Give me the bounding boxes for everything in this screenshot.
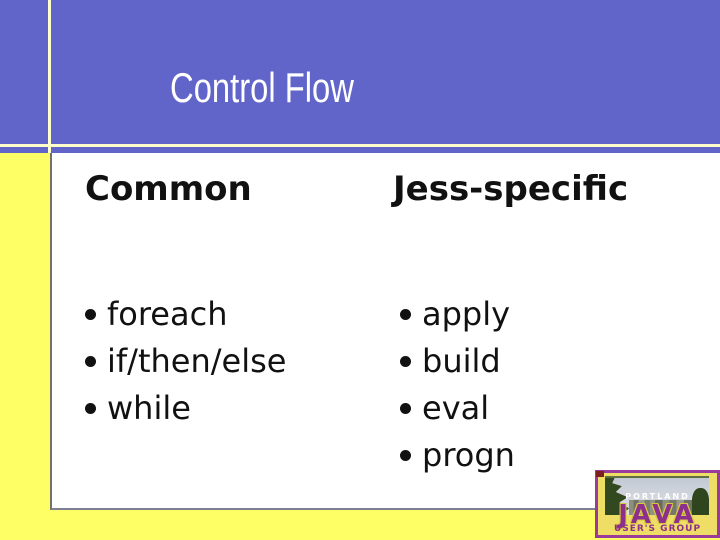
common-list: foreach if/then/else while	[85, 290, 286, 431]
list-item-label: apply	[422, 294, 511, 333]
list-item-label: while	[107, 388, 191, 427]
logo-group-label: USER'S GROUP	[613, 524, 702, 534]
list-item-label: progn	[422, 435, 515, 474]
logo-java-label: JAVA	[618, 500, 697, 530]
city-buildings	[629, 500, 693, 515]
bullet-icon	[400, 403, 411, 414]
band-bottom-accent-line	[0, 144, 720, 147]
list-item-label: build	[422, 341, 501, 380]
logo-corner-mark	[596, 471, 604, 477]
slide-title: Control Flow	[170, 64, 354, 111]
bullet-icon	[400, 356, 411, 367]
bullet-icon	[85, 309, 96, 320]
list-item: progn	[400, 431, 515, 478]
bullet-icon	[400, 450, 411, 461]
list-item: if/then/else	[85, 337, 286, 384]
tree-silhouette-right	[692, 488, 709, 515]
list-item-label: eval	[422, 388, 490, 427]
portland-skyline-photo	[605, 476, 709, 515]
content-area	[50, 153, 720, 510]
bullet-icon	[400, 309, 411, 320]
title-band: Control Flow	[0, 0, 720, 144]
column-heading-jess-specific: Jess-specific	[393, 169, 629, 209]
band-bottom-blue-line	[0, 147, 720, 153]
list-item: foreach	[85, 290, 286, 337]
jess-specific-list: apply build eval progn	[400, 290, 515, 478]
column-heading-common: Common	[85, 169, 252, 209]
logo-city-label: PORTLAND	[625, 492, 690, 501]
list-item-label: if/then/else	[107, 341, 287, 380]
bullet-icon	[85, 356, 96, 367]
list-item: build	[400, 337, 515, 384]
bullet-icon	[85, 403, 96, 414]
portland-java-user-group-logo: PORTLAND JAVA USER'S GROUP	[595, 470, 720, 538]
list-item: while	[85, 384, 286, 431]
list-item: eval	[400, 384, 515, 431]
list-item-label: foreach	[107, 294, 228, 333]
left-accent-line	[48, 0, 51, 153]
list-item: apply	[400, 290, 515, 337]
